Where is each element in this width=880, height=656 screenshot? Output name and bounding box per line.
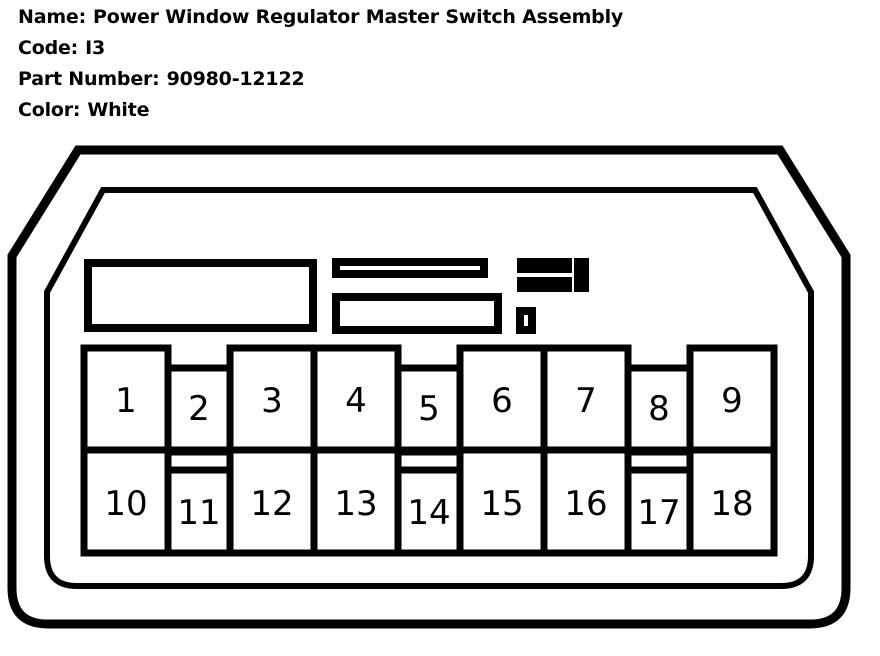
spec-value-name: Power Window Regulator Master Switch Ass… bbox=[93, 6, 624, 28]
spec-label-part-number: Part Number: bbox=[18, 68, 160, 90]
pin-column-3: 3 12 bbox=[226, 344, 318, 557]
pin-label-6: 6 bbox=[491, 381, 513, 421]
pin-cell-11[interactable] bbox=[164, 466, 234, 557]
large-left-keyway bbox=[84, 259, 317, 332]
pin-cell-9[interactable] bbox=[686, 344, 778, 454]
pin-label-4: 4 bbox=[345, 381, 367, 421]
spec-value-color: White bbox=[87, 99, 150, 121]
spec-value-code: I3 bbox=[85, 37, 105, 59]
pin-label-13: 13 bbox=[334, 484, 377, 524]
pin-label-11: 11 bbox=[177, 493, 220, 533]
upper-middle-slot bbox=[332, 258, 488, 278]
spec-value-part-number: 90980-12122 bbox=[166, 68, 305, 90]
spec-row-color: Color: White bbox=[18, 95, 858, 126]
pin-label-2: 2 bbox=[188, 389, 210, 429]
pin-label-9: 9 bbox=[721, 381, 743, 421]
pin-grid: 1 10 2 11 3 12 4 bbox=[80, 344, 778, 557]
lower-middle-slot bbox=[332, 293, 502, 334]
pin-column-8: 8 17 bbox=[624, 364, 694, 557]
pin-column-5: 5 14 bbox=[394, 364, 464, 557]
pin-cell-12[interactable] bbox=[226, 446, 318, 557]
pin-column-9: 9 18 bbox=[686, 344, 778, 557]
pin-column-2: 2 11 bbox=[164, 364, 234, 557]
spec-row-part-number: Part Number: 90980-12122 bbox=[18, 64, 858, 95]
spec-label-name: Name: bbox=[18, 6, 87, 28]
pin-cell-1[interactable] bbox=[80, 344, 172, 454]
spec-row-name: Name: Power Window Regulator Master Switc… bbox=[18, 2, 858, 33]
pin-column-4: 4 13 bbox=[310, 344, 402, 557]
pin-column-6: 6 15 bbox=[456, 344, 548, 557]
spec-list: Name: Power Window Regulator Master Switc… bbox=[18, 2, 858, 126]
pin-label-16: 16 bbox=[564, 484, 607, 524]
spec-label-code: Code: bbox=[18, 37, 79, 59]
upper-right-slot-group bbox=[517, 258, 589, 292]
pin-label-1: 1 bbox=[115, 381, 137, 421]
pin-cell-3[interactable] bbox=[226, 344, 318, 454]
pin-label-7: 7 bbox=[575, 381, 597, 421]
right-slot-vertical-bar bbox=[574, 258, 589, 292]
pin-cell-14[interactable] bbox=[394, 466, 464, 557]
pin-column-1: 1 10 bbox=[80, 344, 172, 557]
pin-label-17: 17 bbox=[637, 493, 680, 533]
pin-label-18: 18 bbox=[710, 484, 753, 524]
spec-row-code: Code: I3 bbox=[18, 33, 858, 64]
pin-label-14: 14 bbox=[407, 493, 450, 533]
spec-label-color: Color: bbox=[18, 99, 81, 121]
right-slot-lower-bar bbox=[517, 277, 572, 292]
small-right-slot bbox=[516, 307, 536, 334]
pin-label-15: 15 bbox=[480, 484, 523, 524]
right-slot-upper-bar bbox=[517, 258, 572, 273]
pin-label-3: 3 bbox=[261, 381, 283, 421]
pin-column-7: 7 16 bbox=[540, 344, 632, 557]
pin-label-12: 12 bbox=[250, 484, 293, 524]
pin-cell-15[interactable] bbox=[456, 446, 548, 557]
pin-label-5: 5 bbox=[418, 389, 440, 429]
pin-label-10: 10 bbox=[104, 484, 147, 524]
pin-label-8: 8 bbox=[648, 389, 670, 429]
